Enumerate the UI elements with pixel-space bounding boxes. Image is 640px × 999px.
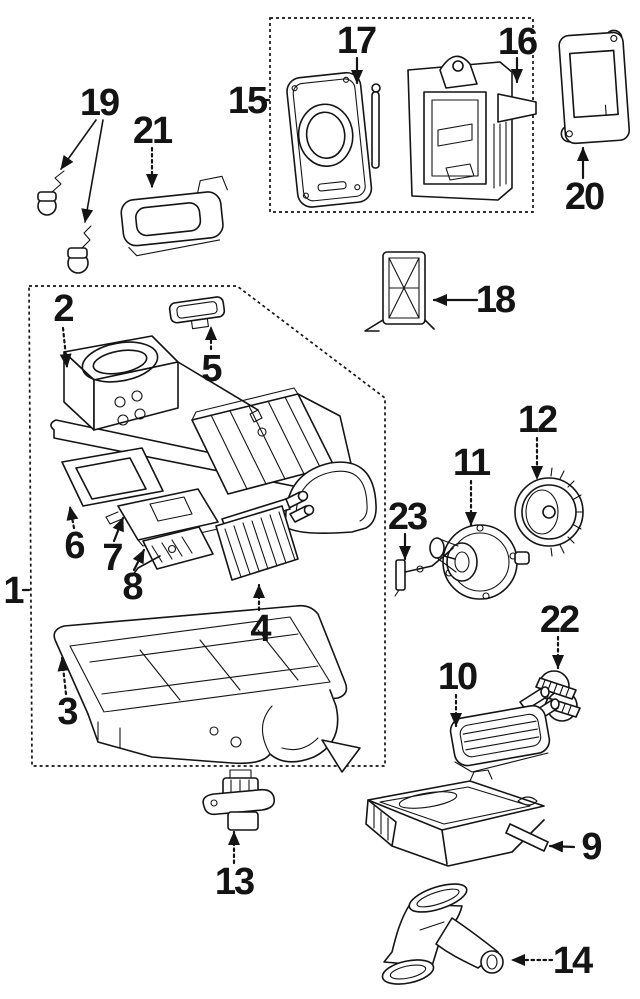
- arrow-9: [548, 840, 576, 853]
- part-5-bracket: [168, 296, 226, 330]
- part-19-sensor-pair: [37, 170, 92, 274]
- callout-label-14: 14: [553, 940, 593, 982]
- part-4-evaporator-core: [215, 490, 315, 581]
- callout-label-11: 11: [453, 442, 491, 484]
- callout-label-18: 18: [476, 279, 515, 321]
- arrow-2: [59, 326, 72, 369]
- part-6-seal: [61, 447, 164, 507]
- callout-label-17: 17: [337, 20, 376, 62]
- callout-label-23: 23: [388, 496, 427, 538]
- callout-label-1: 1: [3, 570, 24, 612]
- part-14-floor-duct: [381, 883, 504, 985]
- part-16-register-housing: [407, 55, 537, 201]
- callout-label-7: 7: [102, 537, 122, 579]
- callout-label-12: 12: [518, 399, 557, 441]
- part-3-lower-case: [53, 604, 361, 773]
- callout-label-22: 22: [540, 599, 579, 641]
- callout-label-20: 20: [565, 176, 604, 218]
- part-17-seal-plate: [286, 71, 373, 208]
- arrow-19a: [60, 119, 97, 170]
- part-21-seal: [120, 175, 228, 257]
- part-17-rod: [371, 83, 381, 169]
- part-9-plenum-duct: [365, 769, 549, 867]
- callout-label-3: 3: [57, 691, 77, 733]
- callout-label-21: 21: [133, 110, 173, 152]
- callout-label-13: 13: [215, 861, 254, 903]
- callout-label-10: 10: [438, 656, 477, 698]
- arrow-7: [112, 516, 125, 543]
- callout-label-6: 6: [64, 525, 84, 567]
- arrow-19b: [81, 119, 104, 223]
- arrow-8: [132, 548, 146, 572]
- part-13-blower-resistor: [202, 769, 276, 831]
- assembly-box-1-outline: [28, 285, 386, 767]
- part-8-door: [131, 526, 214, 577]
- part-12-blower-wheel: [514, 467, 584, 557]
- callout-label-15: 15: [228, 80, 268, 122]
- part-18-bracket: [364, 251, 435, 332]
- part-11-blower-motor: [429, 524, 530, 600]
- callout-arrows: [21, 56, 589, 966]
- callout-labels: 1 2 3 4 5 6 7 8 9 10 11 12 13 14 15 16 1…: [3, 20, 606, 982]
- part-2-upper-case: [50, 335, 377, 535]
- callout-label-8: 8: [122, 566, 142, 608]
- part-23-link-arm: [394, 547, 456, 597]
- part-10-heater-core: [449, 686, 560, 773]
- callout-label-4: 4: [250, 608, 271, 650]
- callout-label-9: 9: [581, 826, 601, 868]
- callout-label-16: 16: [498, 21, 537, 63]
- callout-label-2: 2: [53, 288, 73, 330]
- callout-label-19: 19: [80, 82, 119, 124]
- callout-label-5: 5: [201, 348, 222, 390]
- arrow-6: [66, 505, 79, 530]
- part-20-gasket: [558, 29, 631, 145]
- arrow-3: [57, 656, 70, 696]
